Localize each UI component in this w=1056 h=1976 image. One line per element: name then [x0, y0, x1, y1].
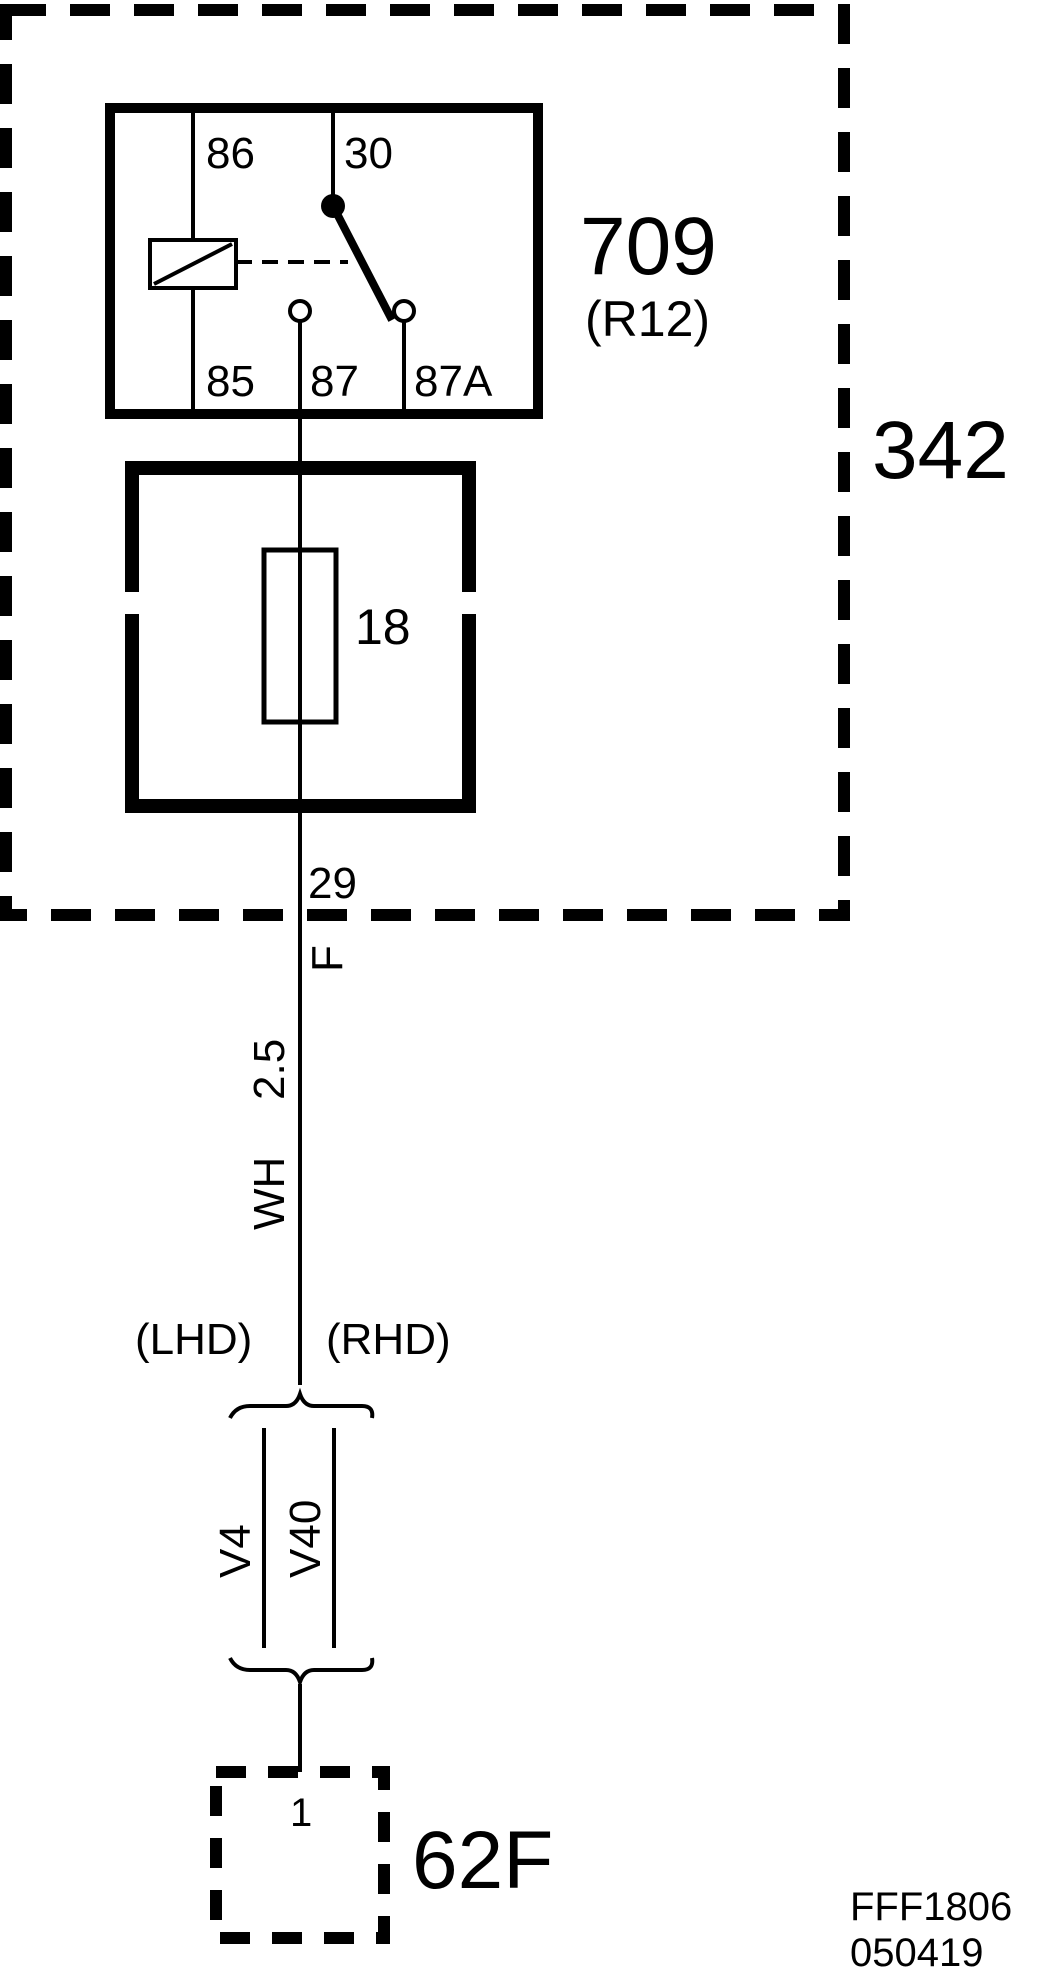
variant-lhd-label: (LHD) [135, 1315, 252, 1364]
relay-709: 86 30 85 87 87A [105, 103, 543, 419]
connector-pin-label: 29 [308, 859, 357, 908]
pin-label-85: 85 [206, 357, 255, 406]
component-62f-outline [210, 1766, 390, 1944]
contact-87-terminal [288, 299, 312, 323]
pin-label-87: 87 [310, 357, 359, 406]
component-62f-label: 62F [412, 1815, 553, 1906]
relay-coil-diagonal [153, 242, 233, 286]
pin-label-30: 30 [344, 129, 393, 178]
wire-gauge-label: 2.5 [245, 1039, 294, 1100]
enclosure-label: 342 [872, 405, 1009, 496]
connector-letter: F [303, 945, 352, 972]
wire-color-label: WH [245, 1157, 294, 1230]
variant-brace-bottom [228, 1657, 375, 1689]
fuse-label: 18 [355, 599, 411, 655]
reference-code: FFF1806 [850, 1885, 1012, 1929]
variant-connector-v4: V4 [211, 1524, 260, 1578]
switch-arm [329, 204, 396, 322]
relay-label: 709 [580, 201, 717, 292]
component-62f-pin: 1 [290, 1791, 312, 1835]
variant-connector-v40: V40 [281, 1500, 330, 1578]
variant-brace-top [228, 1387, 375, 1419]
pin-label-86: 86 [206, 129, 255, 178]
relay-sublabel: (R12) [585, 291, 710, 347]
pin-label-87a: 87A [414, 357, 493, 406]
relay-outline [105, 103, 543, 419]
reference-date: 050419 [850, 1931, 983, 1975]
contact-87a-terminal [392, 299, 416, 323]
enclosure-342-outline [0, 4, 850, 921]
variant-rhd-label: (RHD) [326, 1315, 451, 1364]
fuse-holder [125, 461, 476, 813]
